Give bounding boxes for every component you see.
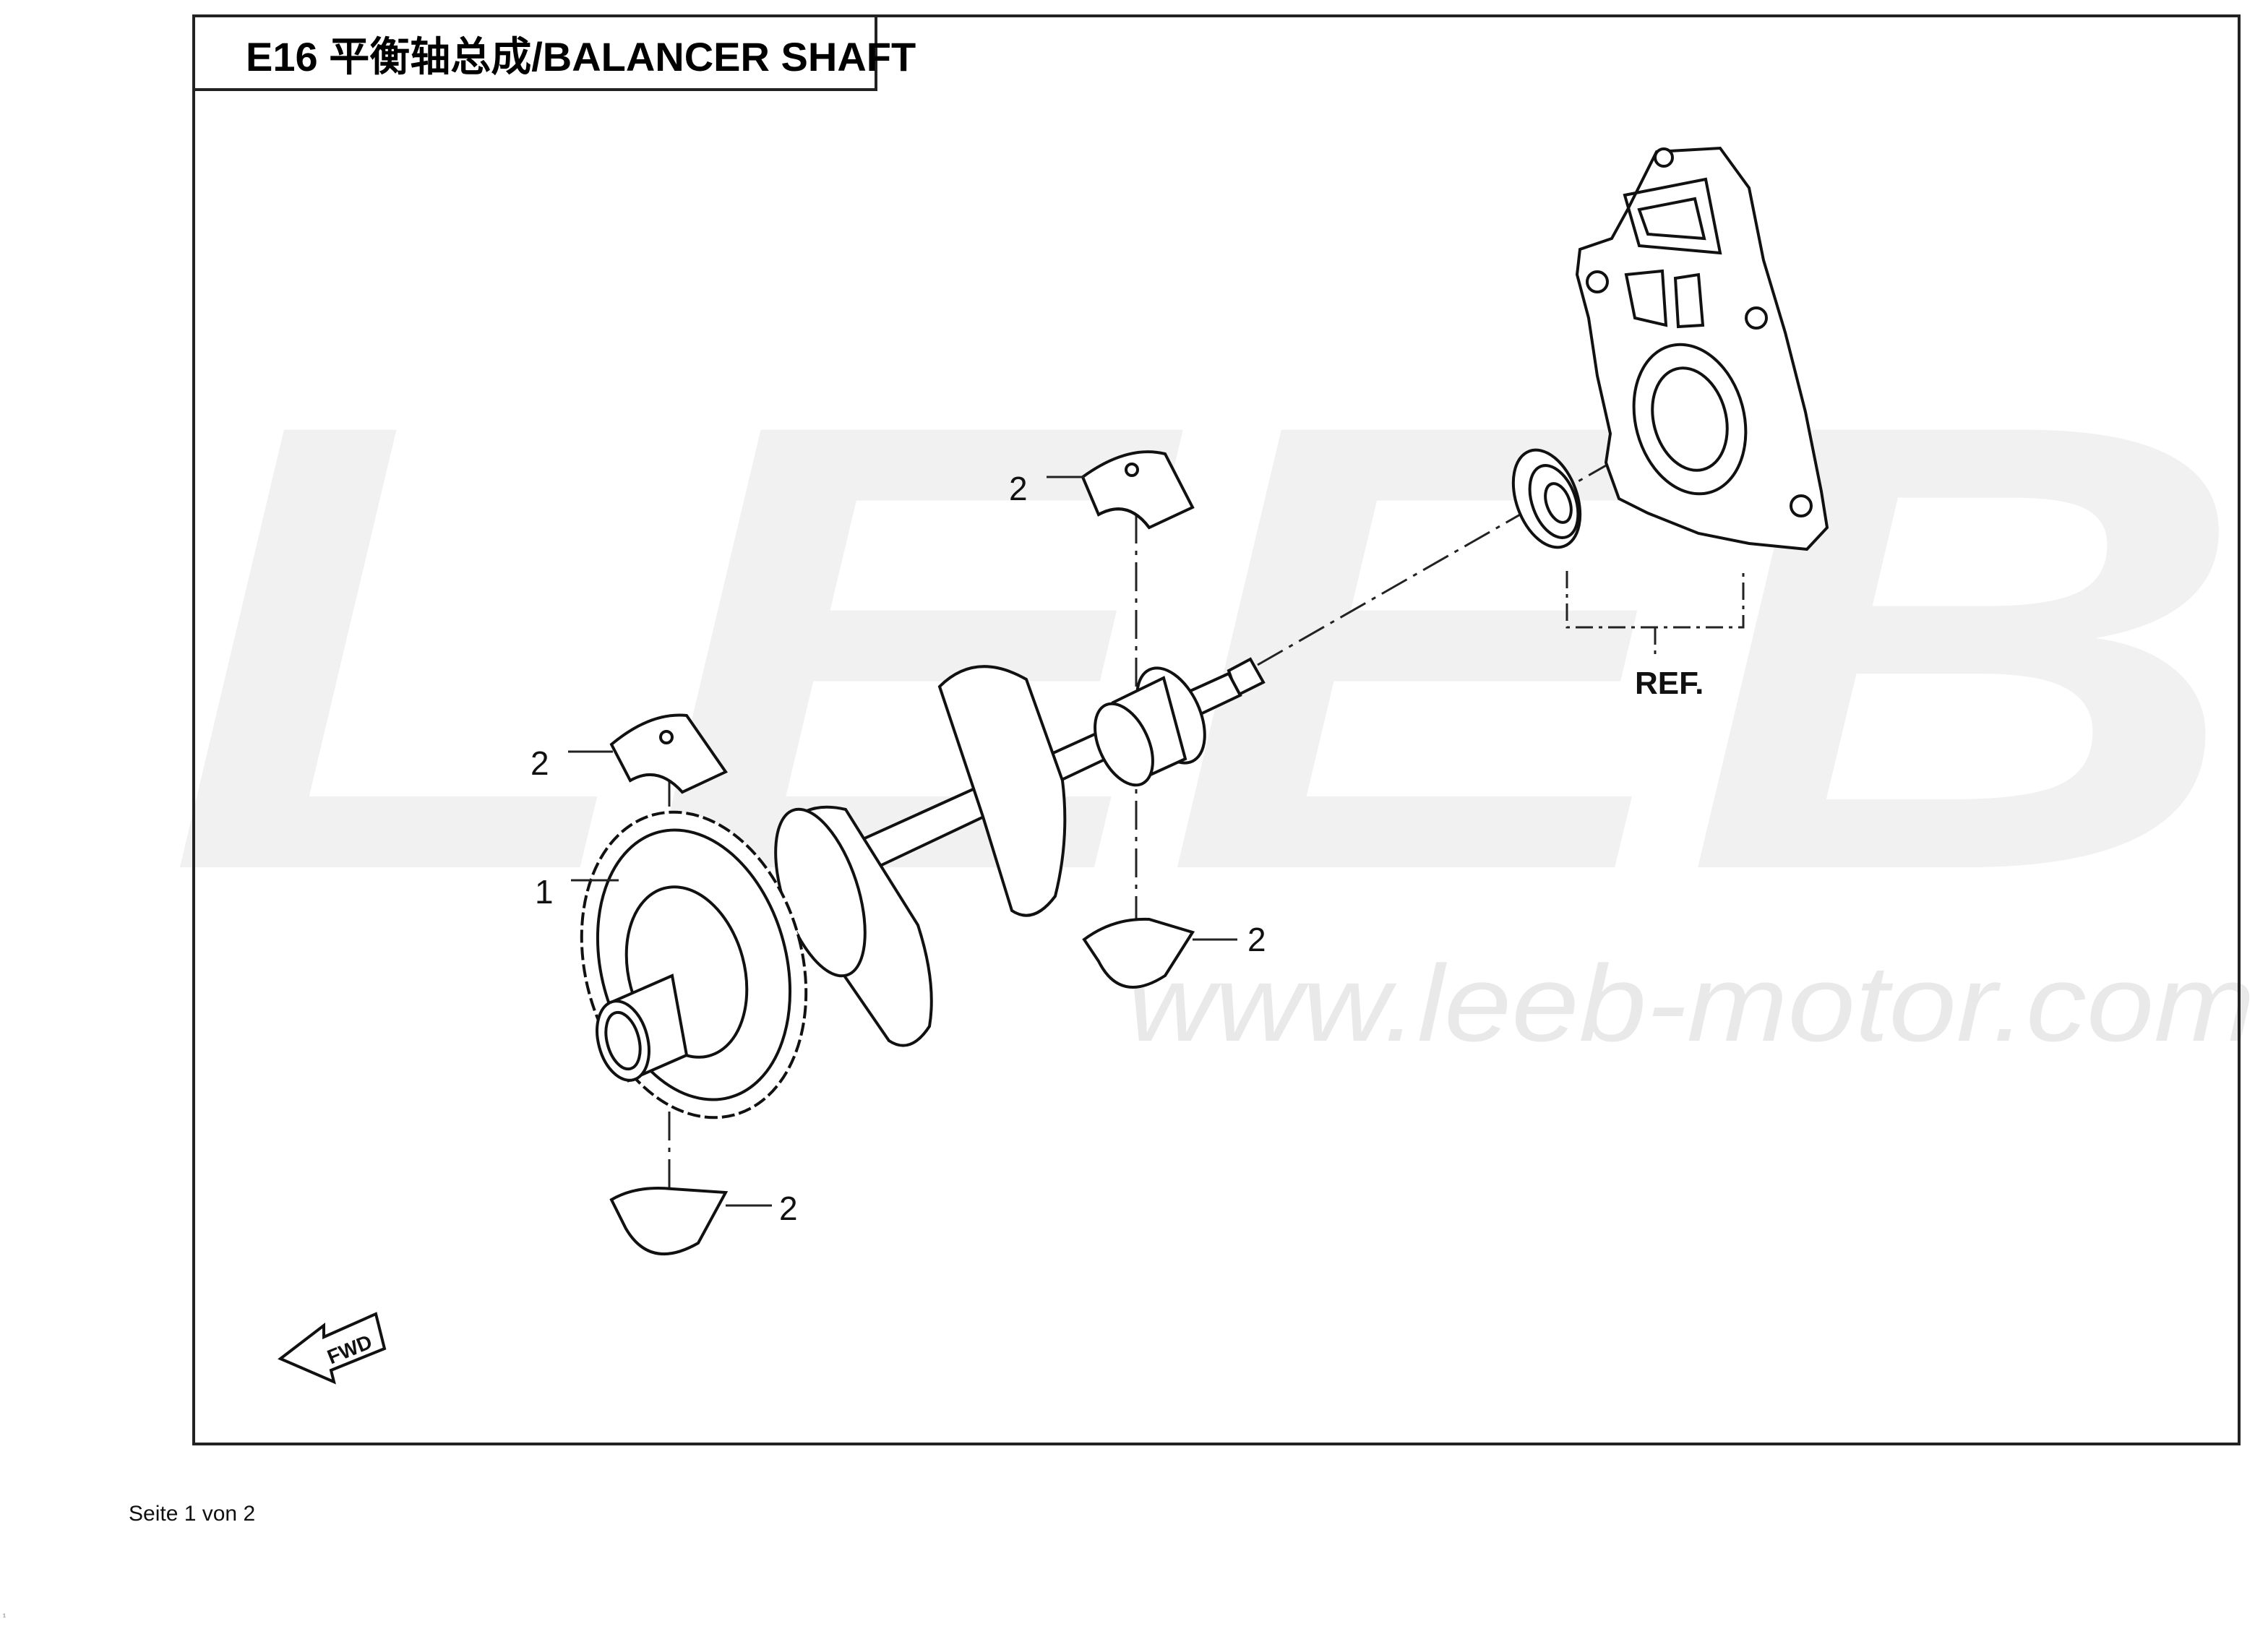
drive-gear	[580, 810, 808, 1119]
watermark: LEEB www.leeb-motor.com	[166, 292, 2255, 1064]
forward-arrow: FWD	[278, 1312, 387, 1385]
crankcase-cover	[1575, 146, 1829, 551]
callout-1: 1	[535, 873, 554, 911]
title-box: E16 平衡轴总成/BALANCER SHAFT	[192, 14, 916, 91]
oil-seal	[1511, 448, 1582, 549]
bearing-right	[1082, 917, 1195, 989]
bearing-halves	[609, 450, 1195, 1255]
callout-2-right: 2	[1247, 921, 1266, 958]
bearing-bottom	[609, 1187, 729, 1255]
callout-2-bottom: 2	[779, 1190, 798, 1227]
callout-2-top: 2	[1009, 470, 1028, 507]
corner-mark: ¹	[3, 1612, 6, 1622]
ref-bracket	[1565, 571, 1745, 658]
diagram-frame	[192, 14, 2241, 1445]
page-footer: Seite 1 von 2	[129, 1502, 256, 1526]
forward-arrow-icon	[278, 1312, 387, 1385]
watermark-url: www.leeb-motor.com	[1127, 942, 2255, 1064]
diagram-title: E16 平衡轴总成/BALANCER SHAFT	[246, 34, 916, 79]
reference-label: REF.	[1635, 666, 1704, 701]
watermark-logo: LEEB	[166, 292, 2248, 1002]
callouts: 2 2 1 2 2	[531, 470, 1266, 1227]
callout-2-left: 2	[531, 744, 549, 782]
bearing-left	[609, 713, 728, 794]
balancer-shaft	[774, 657, 1266, 1047]
leader-lines	[568, 476, 1237, 1207]
